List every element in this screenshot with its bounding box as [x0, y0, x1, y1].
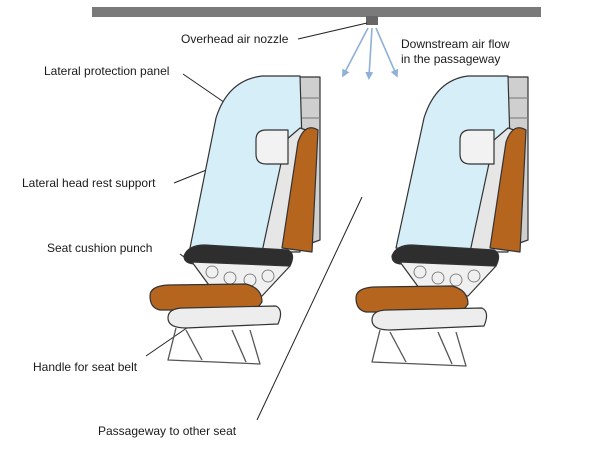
left-seat — [149, 75, 321, 365]
overhead-duct — [92, 7, 541, 17]
label-lateral-head-rest-support: Lateral head rest support — [22, 176, 156, 190]
leader-passage — [256, 196, 363, 421]
label-handle-for-seat-belt: Handle for seat belt — [33, 360, 138, 374]
label-downstream-air-flow: Downstream air flow in the passageway — [401, 37, 510, 67]
left-seat-armrest — [183, 244, 294, 267]
right-seatback-cushion — [489, 127, 527, 253]
air-nozzle — [366, 16, 378, 25]
label-lateral-protection-panel: Lateral protection panel — [44, 64, 170, 78]
left-headrest-support — [255, 129, 289, 165]
right-seat-armrest — [391, 244, 500, 267]
leader-nozzle — [297, 22, 368, 40]
label-downstream-line2: in the passageway — [401, 52, 501, 66]
right-headrest-support — [459, 129, 495, 165]
label-passageway-to-other-seat: Passageway to other seat — [98, 424, 237, 438]
right-seat-cushion — [355, 285, 469, 313]
left-seat-legs — [167, 327, 261, 365]
left-seat-pan — [167, 305, 282, 329]
left-seatback-cushion — [281, 127, 319, 253]
label-downstream-line1: Downstream air flow — [401, 37, 510, 51]
label-overhead-air-nozzle: Overhead air nozzle — [181, 32, 289, 46]
right-seat-legs — [371, 329, 467, 367]
left-seat-cushion — [149, 283, 263, 311]
label-seat-cushion-punch: Seat cushion punch — [47, 241, 153, 255]
downstream-air-flow — [342, 27, 399, 80]
right-seat — [355, 75, 529, 367]
right-seat-pan — [371, 307, 488, 331]
